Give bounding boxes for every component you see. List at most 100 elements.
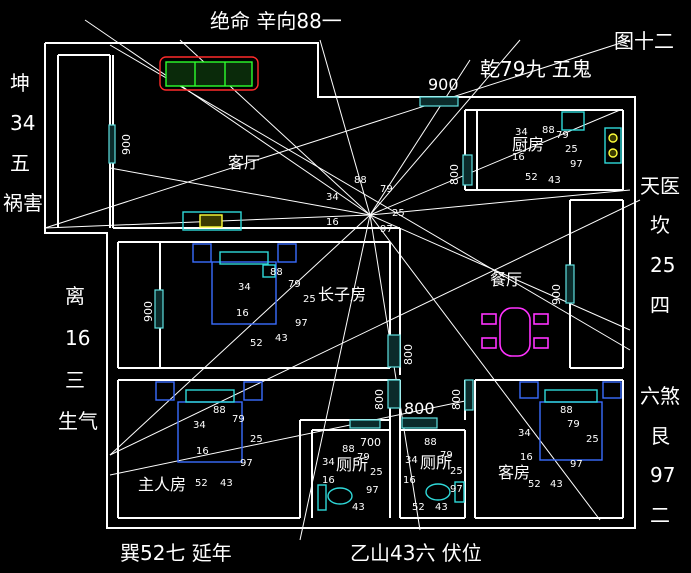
- dining-table: [481, 307, 549, 357]
- svg-text:900: 900: [142, 301, 155, 322]
- title-bottom-center: 乙山43六 伏位: [350, 541, 482, 565]
- svg-text:79: 79: [556, 130, 569, 141]
- svg-text:97: 97: [240, 458, 253, 469]
- window-left-mid-800: [387, 379, 401, 409]
- toilet-2: [425, 481, 465, 503]
- left-sector-label-top: 坤 34 五 祸害: [3, 71, 43, 215]
- svg-text:88: 88: [560, 405, 573, 416]
- svg-text:16: 16: [196, 446, 209, 457]
- master-numbers: 88 79 34 25 16 97 52 43: [193, 405, 263, 489]
- walls: [44, 42, 636, 529]
- room-bath-1: 厕所: [336, 455, 368, 474]
- window-dining-900: [565, 264, 575, 304]
- svg-text:34: 34: [322, 457, 335, 468]
- svg-text:97: 97: [366, 485, 379, 496]
- eldest-numbers: 88 79 34 25 16 97 52 43: [236, 267, 316, 349]
- svg-text:34: 34: [10, 111, 35, 135]
- svg-text:43: 43: [352, 502, 365, 513]
- svg-text:艮: 艮: [650, 424, 670, 448]
- svg-text:坤: 坤: [10, 71, 30, 95]
- svg-text:88: 88: [424, 437, 437, 448]
- svg-text:43: 43: [550, 479, 563, 490]
- svg-text:52: 52: [528, 479, 541, 490]
- title-top: 绝命 辛向88一: [210, 9, 342, 33]
- svg-text:二: 二: [650, 503, 670, 527]
- window-eldest-900: [154, 289, 164, 329]
- svg-text:25: 25: [250, 434, 263, 445]
- right-sector-label-bottom: 六煞 艮 97 二: [640, 384, 680, 527]
- svg-text:43: 43: [220, 478, 233, 489]
- svg-text:六煞: 六煞: [640, 384, 680, 408]
- left-sector-label-mid: 离 16 三 生气: [58, 284, 98, 433]
- svg-text:34: 34: [238, 282, 251, 293]
- svg-text:34: 34: [326, 192, 339, 203]
- svg-text:坎: 坎: [650, 213, 670, 237]
- svg-text:25: 25: [450, 466, 463, 477]
- svg-text:43: 43: [435, 502, 448, 513]
- guest-numbers: 88 79 34 25 16 97 52 43: [518, 405, 599, 490]
- svg-text:25: 25: [370, 467, 383, 478]
- svg-text:34: 34: [515, 127, 528, 138]
- svg-text:生气: 生气: [58, 409, 98, 433]
- center-numbers: 88 79 34 25 16 97: [326, 175, 405, 235]
- room-guest: 客房: [498, 463, 530, 482]
- figure-number: 图十二: [614, 29, 674, 53]
- svg-text:25: 25: [392, 208, 405, 219]
- svg-text:900: 900: [428, 75, 459, 94]
- svg-text:88: 88: [542, 125, 555, 136]
- room-labels: 客厅 厨房 餐厅 长子房 主人房 客房 厕所 厕所: [138, 135, 544, 494]
- bed-guest: [519, 381, 622, 461]
- svg-text:79: 79: [440, 450, 453, 461]
- svg-text:79: 79: [567, 419, 580, 430]
- bath2-numbers: 88 34 79 25 16 97 52 43: [403, 437, 463, 513]
- window-kitchen-800: [462, 154, 473, 186]
- window-eldest-right-800: [387, 334, 401, 368]
- toilet-1: [317, 484, 353, 511]
- room-living: 客厅: [228, 153, 260, 172]
- svg-text:79: 79: [380, 184, 393, 195]
- svg-text:800: 800: [450, 389, 463, 410]
- svg-text:25: 25: [565, 144, 578, 155]
- svg-text:52: 52: [195, 478, 208, 489]
- svg-text:800: 800: [402, 344, 415, 365]
- room-kitchen: 厨房: [512, 135, 544, 154]
- svg-text:祸害: 祸害: [3, 191, 43, 215]
- svg-text:79: 79: [232, 414, 245, 425]
- room-dining: 餐厅: [490, 270, 522, 289]
- svg-text:离: 离: [65, 284, 85, 308]
- svg-text:800: 800: [404, 399, 435, 418]
- svg-text:34: 34: [405, 455, 418, 466]
- svg-text:16: 16: [322, 475, 335, 486]
- sofa: [159, 56, 259, 91]
- svg-text:25: 25: [303, 294, 316, 305]
- svg-text:88: 88: [354, 175, 367, 186]
- svg-text:700: 700: [360, 436, 381, 449]
- svg-text:900: 900: [120, 134, 133, 155]
- bed-eldest: [192, 243, 297, 325]
- svg-text:52: 52: [525, 172, 538, 183]
- svg-text:97: 97: [650, 463, 675, 487]
- window-mid-800: [401, 417, 438, 429]
- title-top-right: 乾79九 五鬼: [480, 57, 592, 81]
- bed-master: [155, 381, 263, 463]
- svg-text:16: 16: [326, 217, 339, 228]
- room-eldest-son: 长子房: [318, 285, 366, 304]
- svg-text:三: 三: [65, 368, 85, 392]
- window-right-800: [464, 379, 474, 411]
- svg-text:97: 97: [450, 484, 463, 495]
- svg-text:四: 四: [650, 293, 670, 317]
- svg-text:52: 52: [412, 502, 425, 513]
- bath1-numbers: 88 79 34 25 16 97 43: [322, 444, 383, 513]
- svg-text:16: 16: [403, 475, 416, 486]
- svg-text:800: 800: [448, 164, 461, 185]
- svg-text:900: 900: [550, 284, 563, 305]
- svg-text:25: 25: [650, 253, 675, 277]
- svg-text:34: 34: [193, 420, 206, 431]
- svg-text:43: 43: [548, 175, 561, 186]
- room-master: 主人房: [138, 475, 186, 494]
- dimension-labels: 900 900 800 900 900 800 800 800 700 800: [120, 75, 563, 449]
- tv-cabinet: [182, 211, 242, 231]
- svg-text:97: 97: [570, 459, 583, 470]
- svg-text:16: 16: [65, 326, 90, 350]
